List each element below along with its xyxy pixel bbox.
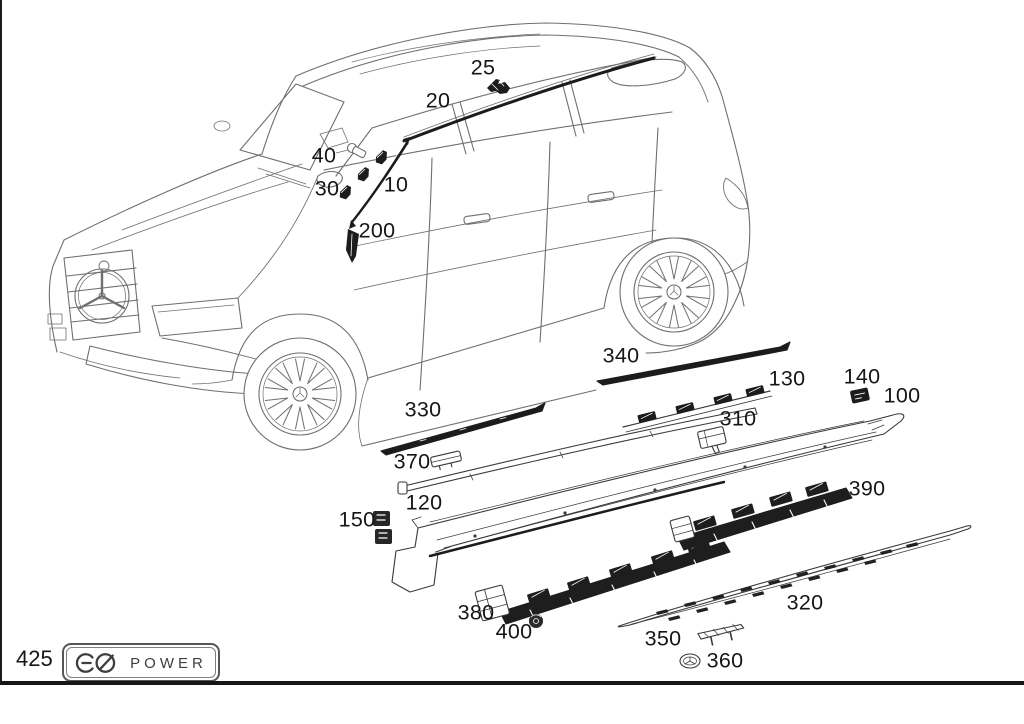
- c-pillar: [561, 79, 585, 137]
- headlight-inner: [157, 304, 235, 313]
- a-pillar-strip-part-10: [349, 137, 410, 229]
- windshield-glass: [239, 83, 345, 171]
- bumper-detail-1: [47, 313, 63, 325]
- headlight: [151, 297, 243, 337]
- taillight: [723, 177, 749, 210]
- part-350-slat: [697, 623, 745, 646]
- clip-part-25: [487, 79, 510, 94]
- side-mirror: [316, 170, 343, 188]
- part-140-clip: [850, 387, 870, 404]
- grille-star-ring: [74, 268, 130, 324]
- page-left-border: [0, 0, 2, 683]
- hood-emblem-icon: [98, 260, 110, 272]
- hub-star-icon: [295, 387, 305, 398]
- front-wheel: [243, 337, 357, 451]
- part-400-grommet: [528, 613, 544, 629]
- rear-door-handle: [587, 191, 615, 203]
- part-390-support-rail: [669, 480, 853, 551]
- interior-mirror: [319, 127, 349, 149]
- far-side-mirror: [213, 120, 231, 132]
- vehicle-drawing: [47, 22, 751, 451]
- front-door-seam: [419, 157, 433, 391]
- part-100-sill-molding: [391, 413, 905, 593]
- eq-power-badge-inner: POWER: [66, 647, 216, 678]
- sunroof-line-2: [359, 45, 541, 75]
- rocker-bottom: [361, 389, 597, 447]
- grille-star-hub: [98, 292, 106, 300]
- wiper-lines: [257, 167, 311, 189]
- roof-molding-part-20: [402, 53, 656, 143]
- page-bottom-rule: [0, 681, 1024, 685]
- part-320-running-board: [617, 525, 972, 628]
- rear-door-seam: [539, 141, 551, 343]
- character-line-2: [353, 229, 657, 291]
- exploded-parts: [373, 341, 972, 669]
- part-150-clips: [373, 511, 392, 544]
- roof-silhouette: [295, 22, 691, 77]
- b-pillar: [451, 101, 475, 155]
- character-line: [345, 189, 663, 249]
- rear-wheel: [619, 237, 729, 347]
- rear-hatch-inner: [678, 56, 709, 103]
- part-370-bracket: [430, 450, 462, 471]
- eq-logo-icon: [75, 652, 116, 673]
- rocker-front-closure: [358, 377, 369, 447]
- front-arch-front-edge: [191, 379, 233, 385]
- fender-line: [237, 175, 319, 299]
- bumper-lip: [59, 351, 181, 379]
- mercedes-star-icon: [78, 269, 126, 310]
- grille-outline: [63, 249, 141, 341]
- part-340-strip: [596, 341, 791, 386]
- hood-crease-2: [121, 163, 303, 231]
- part-360-emblem: [679, 653, 701, 669]
- beltline: [323, 111, 673, 171]
- sunroof-line: [351, 33, 541, 63]
- front-wheel-arch: [231, 313, 369, 381]
- rear-profile: [645, 47, 751, 354]
- a-pillar-front-edge: [261, 75, 297, 155]
- hood-crease: [91, 181, 289, 251]
- eq-power-badge: POWER: [62, 643, 220, 682]
- part-130-strip: [622, 384, 773, 433]
- rocker-top: [367, 307, 605, 379]
- part-120-strip: [397, 407, 758, 495]
- bumper-detail-2: [49, 327, 67, 341]
- roof-inner-edge: [302, 34, 680, 87]
- part-380-support-rail: [474, 538, 731, 625]
- badge-power-label: POWER: [130, 654, 207, 672]
- page-code: 425: [16, 646, 53, 671]
- trim-part-200: [346, 229, 359, 263]
- front-profile: [48, 153, 263, 353]
- screw-part-40: [335, 142, 367, 159]
- part-310-bracket: [697, 426, 727, 455]
- hub-star-icon: [669, 285, 679, 296]
- oval-emblem-star-icon: [684, 656, 696, 665]
- part-330-strip: [380, 402, 546, 456]
- quarter-window: [607, 58, 686, 87]
- front-door-handle: [463, 213, 491, 225]
